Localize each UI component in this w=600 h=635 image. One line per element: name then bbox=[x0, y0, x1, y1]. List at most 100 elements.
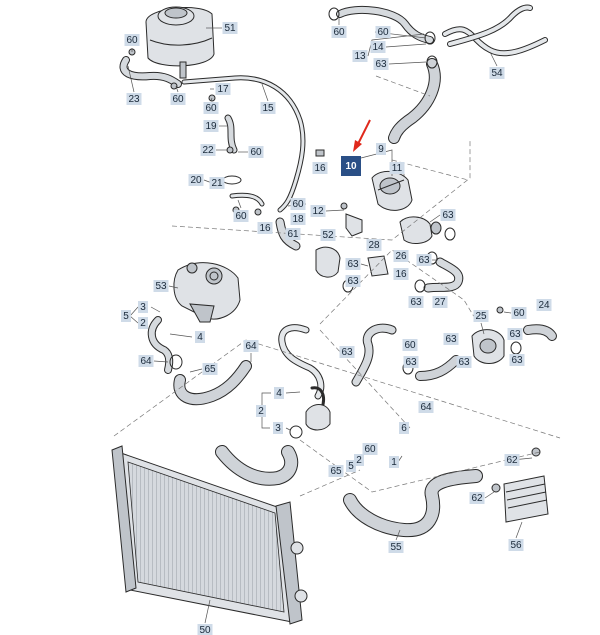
part-label-box bbox=[509, 354, 525, 366]
part-label-text: 6 bbox=[401, 423, 407, 434]
part-label-text: 60 bbox=[292, 199, 304, 210]
part-label-box bbox=[345, 275, 361, 287]
part-label-65: 65 bbox=[202, 363, 218, 375]
radiator bbox=[111, 445, 308, 625]
part-label-box bbox=[536, 299, 552, 311]
part-label-box bbox=[345, 258, 361, 270]
part-label-text: 63 bbox=[509, 329, 521, 340]
part-label-3: 3 bbox=[138, 301, 148, 313]
part-label-box bbox=[373, 58, 389, 70]
part-label-65: 65 bbox=[328, 465, 344, 477]
part-label-text: 63 bbox=[405, 357, 417, 368]
part-label-12: 12 bbox=[310, 205, 326, 217]
part-label-text: 65 bbox=[330, 466, 342, 477]
part-label-60: 60 bbox=[248, 146, 264, 158]
part-label-text: 2 bbox=[140, 318, 146, 329]
components bbox=[128, 7, 549, 523]
part-label-51: 51 bbox=[222, 22, 238, 34]
part-label-text: 60 bbox=[404, 340, 416, 351]
expansion-tank bbox=[145, 6, 215, 79]
part-label-box bbox=[393, 268, 409, 280]
part-label-6: 6 bbox=[399, 422, 409, 434]
part-label-box bbox=[328, 465, 344, 477]
part-label-60: 60 bbox=[511, 307, 527, 319]
part-label-63: 63 bbox=[403, 356, 419, 368]
part-label-63: 63 bbox=[408, 296, 424, 308]
part-label-box bbox=[432, 296, 448, 308]
part-label-22: 22 bbox=[200, 144, 216, 156]
part-label-text: 1 bbox=[391, 457, 397, 468]
part-label-text: 54 bbox=[491, 68, 503, 79]
part-label-63: 63 bbox=[443, 333, 459, 345]
part-label-text: 63 bbox=[410, 297, 422, 308]
part-label-text: 4 bbox=[276, 388, 282, 399]
part-label-27: 27 bbox=[432, 296, 448, 308]
part-label-19: 19 bbox=[203, 120, 219, 132]
part-label-13: 13 bbox=[352, 50, 368, 62]
part-label-box bbox=[285, 228, 301, 240]
part-label-53: 53 bbox=[153, 280, 169, 292]
part-label-box bbox=[341, 156, 361, 176]
part-label-63: 63 bbox=[456, 356, 472, 368]
part-label-text: 19 bbox=[205, 121, 217, 132]
part-label-text: 5 bbox=[348, 461, 354, 472]
part-label-box bbox=[188, 174, 204, 186]
part-label-54: 54 bbox=[489, 67, 505, 79]
part-label-text: 60 bbox=[126, 35, 138, 46]
part-label-box bbox=[138, 301, 148, 313]
part-label-text: 63 bbox=[442, 210, 454, 221]
part-label-text: 61 bbox=[287, 229, 299, 240]
part-label-text: 51 bbox=[224, 23, 236, 34]
part-label-text: 50 bbox=[199, 625, 211, 635]
part-label-box bbox=[290, 213, 306, 225]
part-label-text: 26 bbox=[395, 251, 407, 262]
part-label-box bbox=[243, 340, 259, 352]
part-label-text: 63 bbox=[418, 255, 430, 266]
part-label-text: 12 bbox=[312, 206, 324, 217]
part-label-2: 2 bbox=[354, 454, 364, 466]
part-label-15: 15 bbox=[260, 102, 276, 114]
part-label-52: 52 bbox=[320, 229, 336, 241]
part-label-box bbox=[402, 339, 418, 351]
part-label-text: 25 bbox=[475, 311, 487, 322]
part-label-63: 63 bbox=[416, 254, 432, 266]
part-label-text: 63 bbox=[458, 357, 470, 368]
part-label-text: 3 bbox=[140, 302, 146, 313]
part-label-text: 63 bbox=[347, 276, 359, 287]
part-label-28: 28 bbox=[366, 239, 382, 251]
part-label-text: 63 bbox=[375, 59, 387, 70]
part-label-box bbox=[388, 541, 404, 553]
part-label-60: 60 bbox=[203, 102, 219, 114]
part-label-box bbox=[408, 296, 424, 308]
part-label-box bbox=[197, 624, 213, 635]
part-label-box bbox=[312, 162, 328, 174]
part-label-text: 16 bbox=[259, 223, 271, 234]
part-label-box bbox=[418, 401, 434, 413]
part-label-box bbox=[248, 146, 264, 158]
part-label-text: 63 bbox=[445, 334, 457, 345]
part-label-3: 3 bbox=[273, 422, 283, 434]
part-label-text: 55 bbox=[390, 542, 402, 553]
part-label-box bbox=[416, 254, 432, 266]
part-label-box bbox=[511, 307, 527, 319]
part-label-box bbox=[469, 492, 485, 504]
part-label-9: 9 bbox=[376, 143, 386, 155]
part-label-text: 4 bbox=[197, 332, 203, 343]
part-label-text: 28 bbox=[368, 240, 380, 251]
part-label-25: 25 bbox=[473, 310, 489, 322]
part-label-text: 62 bbox=[506, 455, 518, 466]
part-label-text: 63 bbox=[347, 259, 359, 270]
part-label-20: 20 bbox=[188, 174, 204, 186]
part-label-box bbox=[370, 41, 386, 53]
part-label-box bbox=[362, 443, 378, 455]
part-label-box bbox=[389, 456, 399, 468]
part-label-62: 62 bbox=[504, 454, 520, 466]
part-label-64: 64 bbox=[243, 340, 259, 352]
part-label-text: 9 bbox=[378, 144, 384, 155]
part-label-box bbox=[366, 239, 382, 251]
part-label-64: 64 bbox=[418, 401, 434, 413]
part-label-23: 23 bbox=[126, 93, 142, 105]
